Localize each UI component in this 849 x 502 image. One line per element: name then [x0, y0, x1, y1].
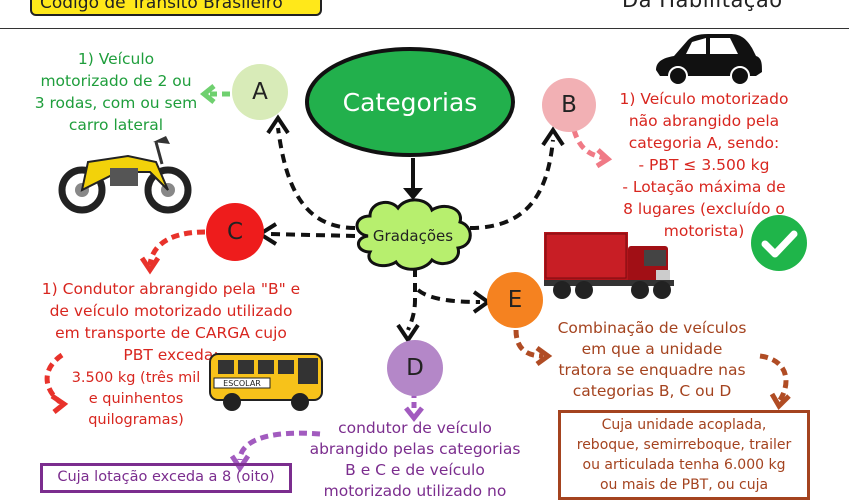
- category-e-box-line: Cuja unidade acoplada,: [601, 417, 767, 433]
- category-d-line: condutor de veículo: [338, 419, 492, 437]
- category-c-line: 1) Condutor abrangido pela "B" e: [41, 280, 301, 298]
- categorias-label: Categorias: [343, 88, 478, 117]
- category-c-detail: 3.500 kg (três mil e quinhentos quilogra…: [66, 368, 206, 431]
- category-c-detail-line: e quinhentos: [88, 391, 184, 407]
- gradacoes-cloud: Gradações: [355, 198, 472, 271]
- category-a-letter: A: [252, 79, 268, 105]
- bus-label: ESCOLAR: [223, 379, 261, 388]
- category-d-box: Cuja lotação exceda a 8 (oito): [40, 463, 292, 493]
- header-right-title: Da Habilitação: [622, 0, 783, 12]
- category-e-line: em que a unidade: [581, 340, 723, 358]
- gradacoes-label: Gradações: [373, 227, 453, 245]
- category-e-line: categorias B, C ou D: [572, 382, 732, 400]
- category-e-letter: E: [507, 287, 523, 313]
- truck-icon: [544, 232, 674, 299]
- category-d-description: condutor de veículo abrangido pelas cate…: [300, 418, 530, 502]
- category-b-line: categoria A, sendo:: [628, 134, 780, 152]
- category-d-circle: D: [387, 340, 443, 396]
- category-b-line: 8 lugares (excluído o: [623, 200, 785, 218]
- header-divider: [0, 28, 849, 29]
- category-a-line: carro lateral: [68, 116, 164, 134]
- category-a-line: 1) Veículo: [77, 50, 155, 68]
- category-a-line: motorizado de 2 ou: [40, 72, 192, 90]
- category-e-box-line: reboque, semirreboque, trailer: [576, 437, 792, 453]
- category-d-line: motorizado utilizado no: [323, 482, 507, 500]
- checkmark-icon: [751, 215, 807, 271]
- category-d-letter: D: [406, 355, 424, 381]
- category-c-detail-line: 3.500 kg (três mil: [71, 370, 201, 386]
- category-c-detail-line: quilogramas): [88, 412, 184, 428]
- motorcycle-icon: [58, 136, 192, 214]
- category-d-line: abrangido pelas categorias: [309, 440, 521, 458]
- header-left-title: Código de Trânsito Brasileiro: [30, 0, 322, 16]
- categorias-ellipse: Categorias: [305, 47, 515, 157]
- category-d-line: B e C e de veículo: [345, 461, 485, 479]
- category-d-box-text: Cuja lotação exceda a 8 (oito): [57, 469, 275, 485]
- category-b-line: - PBT ≤ 3.500 kg: [638, 156, 770, 174]
- category-b-line: - Lotação máxima de: [622, 178, 786, 196]
- category-e-circle: E: [487, 272, 543, 328]
- category-c-letter: C: [226, 219, 244, 245]
- category-b-line: motorista): [663, 222, 745, 240]
- category-c-line: de veículo motorizado utilizado: [49, 302, 293, 320]
- category-a-line: 3 rodas, com ou sem: [34, 94, 198, 112]
- car-icon: [656, 34, 762, 86]
- category-b-line: não abrangido pela: [628, 112, 780, 130]
- category-e-line: Combinação de veículos: [557, 319, 747, 337]
- category-b-letter: B: [561, 92, 577, 118]
- category-c-circle: C: [206, 203, 264, 261]
- school-bus-icon: ESCOLAR: [209, 353, 323, 411]
- category-e-box-line: ou articulada tenha 6.000 kg: [582, 457, 786, 473]
- category-e-box: Cuja unidade acoplada, reboque, semirreb…: [558, 410, 810, 500]
- category-b-line: 1) Veículo motorizado: [619, 90, 789, 108]
- category-e-line: tratora se enquadre nas: [558, 361, 746, 379]
- category-c-line: PBT exceda:: [123, 346, 219, 364]
- category-b-description: 1) Veículo motorizado não abrangido pela…: [604, 88, 804, 242]
- category-a-circle: A: [232, 64, 288, 120]
- category-c-line: em transporte de CARGA cujo: [55, 324, 287, 342]
- category-a-description: 1) Veículo motorizado de 2 ou 3 rodas, c…: [26, 48, 206, 136]
- category-e-box-line: ou mais de PBT, ou cuja: [599, 477, 769, 493]
- category-e-description: Combinação de veículos em que a unidade …: [542, 318, 762, 402]
- category-b-circle: B: [542, 78, 596, 132]
- category-c-description: 1) Condutor abrangido pela "B" e de veíc…: [36, 278, 306, 366]
